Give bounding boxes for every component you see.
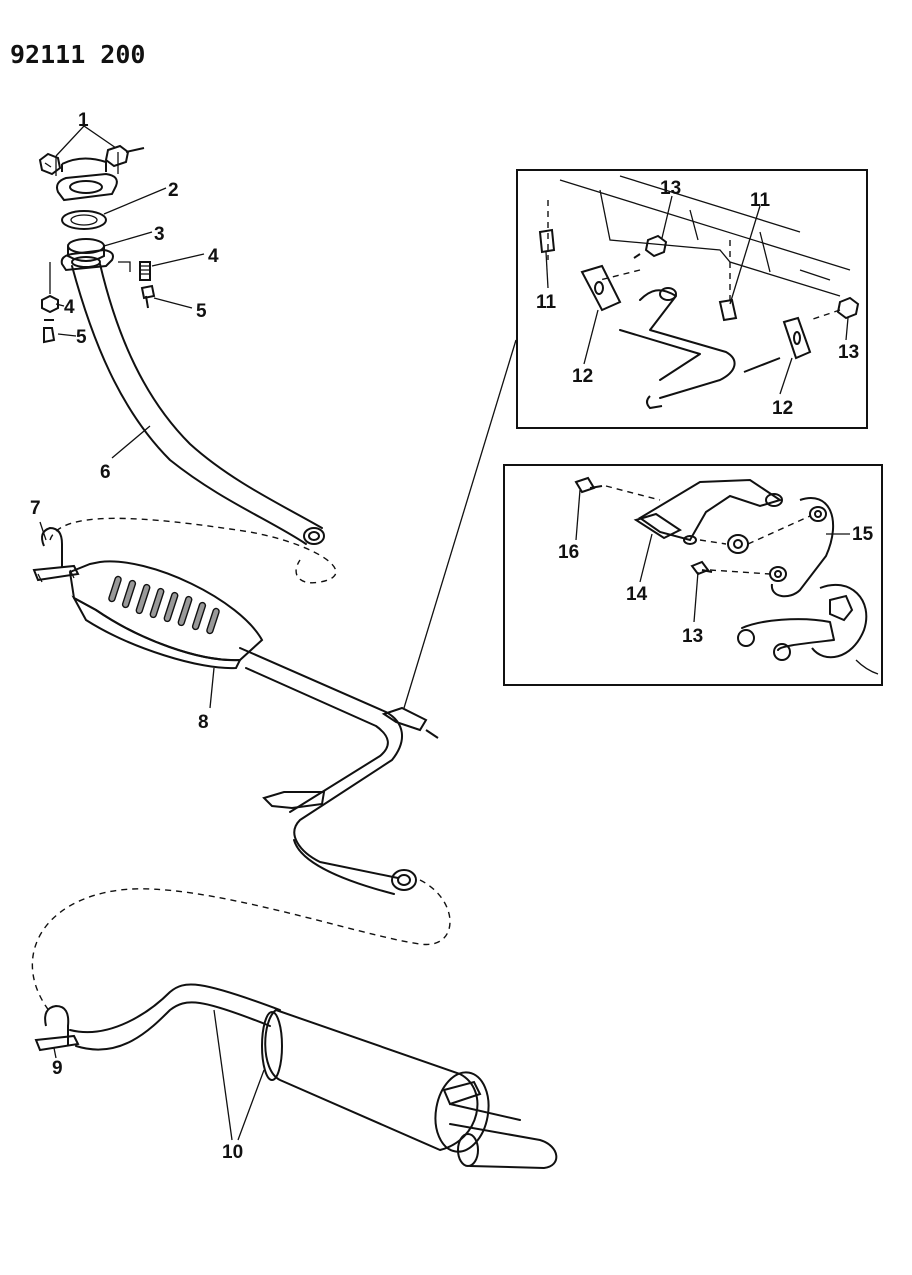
callout-1: 1: [78, 110, 89, 131]
upper-flange: [56, 172, 118, 202]
callout-5-right: 5: [196, 301, 207, 322]
nut-part-1-right: [104, 144, 145, 168]
nut-part-1-left: [38, 152, 62, 176]
tailpipe-and-muffler-part-10: [69, 983, 558, 1169]
callout-9: 9: [52, 1058, 63, 1079]
callout-3: 3: [154, 224, 165, 245]
bolt-part-5-right: [140, 284, 156, 309]
callout-14: 14: [626, 584, 648, 605]
leader-line-to-inset-1: [403, 339, 517, 709]
callout-8: 8: [198, 712, 209, 733]
document-number: 92111 200: [10, 40, 146, 69]
front-exhaust-pipe-part-6: [71, 263, 325, 545]
callout-13-inset1-right: 13: [838, 342, 859, 363]
pipe-hanger-bracket-upper: [381, 706, 439, 739]
pipe-hanger-bracket-lower: [262, 791, 326, 810]
callout-7: 7: [30, 498, 41, 519]
callout-6: 6: [100, 462, 111, 483]
stud-part-4: [139, 261, 151, 281]
callout-10: 10: [222, 1142, 243, 1163]
alignment-lines: [49, 152, 131, 294]
callout-2: 2: [168, 180, 179, 201]
nut-part-4-left: [41, 294, 59, 314]
callout-5-left: 5: [76, 327, 87, 348]
intermediate-pipe: [239, 647, 417, 895]
connection-line-8-to-9: [31, 879, 451, 1013]
callout-13-inset1-top: 13: [660, 178, 681, 199]
callout-13-inset2: 13: [682, 626, 703, 647]
callout-4-left: 4: [64, 297, 75, 318]
u-bolt-clamp-part-7: [32, 526, 80, 583]
pipe-flange: [60, 248, 114, 272]
callout-4-right: 4: [208, 246, 219, 267]
callout-11-left: 11: [536, 292, 557, 313]
callout-11-right: 11: [750, 190, 771, 211]
flange-stud-outline: [61, 157, 107, 172]
inset-hanger-detail-2: [503, 464, 883, 686]
callout-16: 16: [558, 542, 579, 563]
bolt-part-5-left: [43, 319, 56, 344]
connection-line-6-to-7: [49, 517, 337, 584]
u-bolt-clamp-part-9: [34, 1004, 80, 1052]
callout-leader-lines: [39, 125, 850, 1141]
callout-12-left: 12: [572, 366, 593, 387]
inset-hanger-detail-1: [516, 169, 868, 429]
callout-15: 15: [852, 524, 874, 545]
callout-12-right: 12: [772, 398, 793, 419]
catalytic-converter-part-8: [68, 560, 264, 670]
gasket-part-2: [61, 210, 107, 230]
